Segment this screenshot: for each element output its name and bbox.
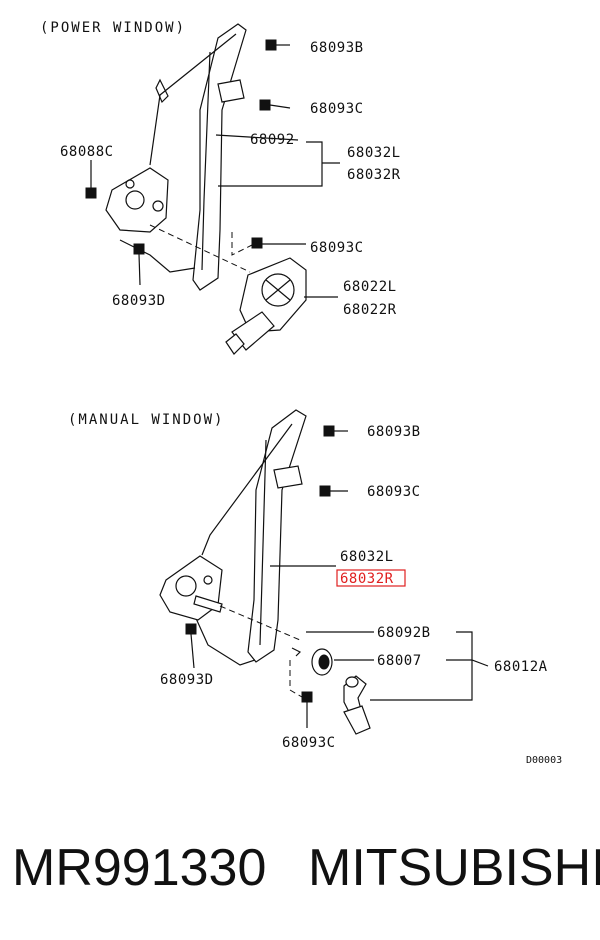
manual-handle-icon	[343, 675, 371, 735]
manual-washer-icon	[311, 648, 333, 676]
power-bolt-motor-icon	[251, 237, 306, 249]
manual-bolt-top-icon	[323, 425, 348, 437]
diagram-code: D00003	[526, 755, 562, 766]
power-label-68022R: 68022R	[343, 302, 397, 318]
power-bolt-top-icon	[265, 39, 290, 51]
manual-label-68093D: 68093D	[160, 672, 214, 688]
power-label-68093D: 68093D	[112, 293, 166, 309]
manual-label-68032L: 68032L	[340, 549, 394, 565]
manual-label-68092B: 68092B	[377, 625, 431, 641]
power-label-68093C-motor: 68093C	[310, 240, 364, 256]
manual-label-68093B: 68093B	[367, 424, 421, 440]
power-label-68032R: 68032R	[347, 167, 401, 183]
manual-label-68032R: 68032R	[340, 571, 394, 587]
power-bolt-bottom-icon	[133, 243, 145, 286]
power-bolt-left-icon	[85, 160, 97, 199]
manual-bolt-bottom-icon	[301, 691, 313, 728]
power-motor-icon	[225, 257, 307, 355]
manual-label-68012A: 68012A	[494, 659, 548, 675]
power-leaders	[215, 134, 340, 298]
manual-regulator-drawing	[159, 409, 371, 735]
manual-window-header: (MANUAL WINDOW)	[68, 412, 224, 428]
power-label-68093C-mid: 68093C	[310, 101, 364, 117]
part-number: MR991330	[12, 839, 266, 897]
power-label-68022L: 68022L	[343, 279, 397, 295]
manual-bolt-mid-icon	[319, 485, 348, 497]
power-label-68093B: 68093B	[310, 40, 364, 56]
manual-label-68093C-bottom: 68093C	[282, 735, 336, 751]
brand-name: MITSUBISHI	[308, 839, 600, 897]
power-bolt-mid-icon	[259, 99, 291, 111]
power-label-68092: 68092	[250, 132, 295, 148]
power-label-68032L: 68032L	[347, 145, 401, 161]
manual-label-68007: 68007	[377, 653, 422, 669]
manual-bolt-left-icon	[185, 623, 197, 669]
power-window-header: (POWER WINDOW)	[40, 20, 186, 36]
manual-leaders	[270, 565, 489, 701]
manual-label-68093C-mid: 68093C	[367, 484, 421, 500]
power-regulator-drawing	[85, 23, 307, 355]
power-label-68088C: 68088C	[60, 144, 114, 160]
highlight-box	[336, 569, 406, 587]
